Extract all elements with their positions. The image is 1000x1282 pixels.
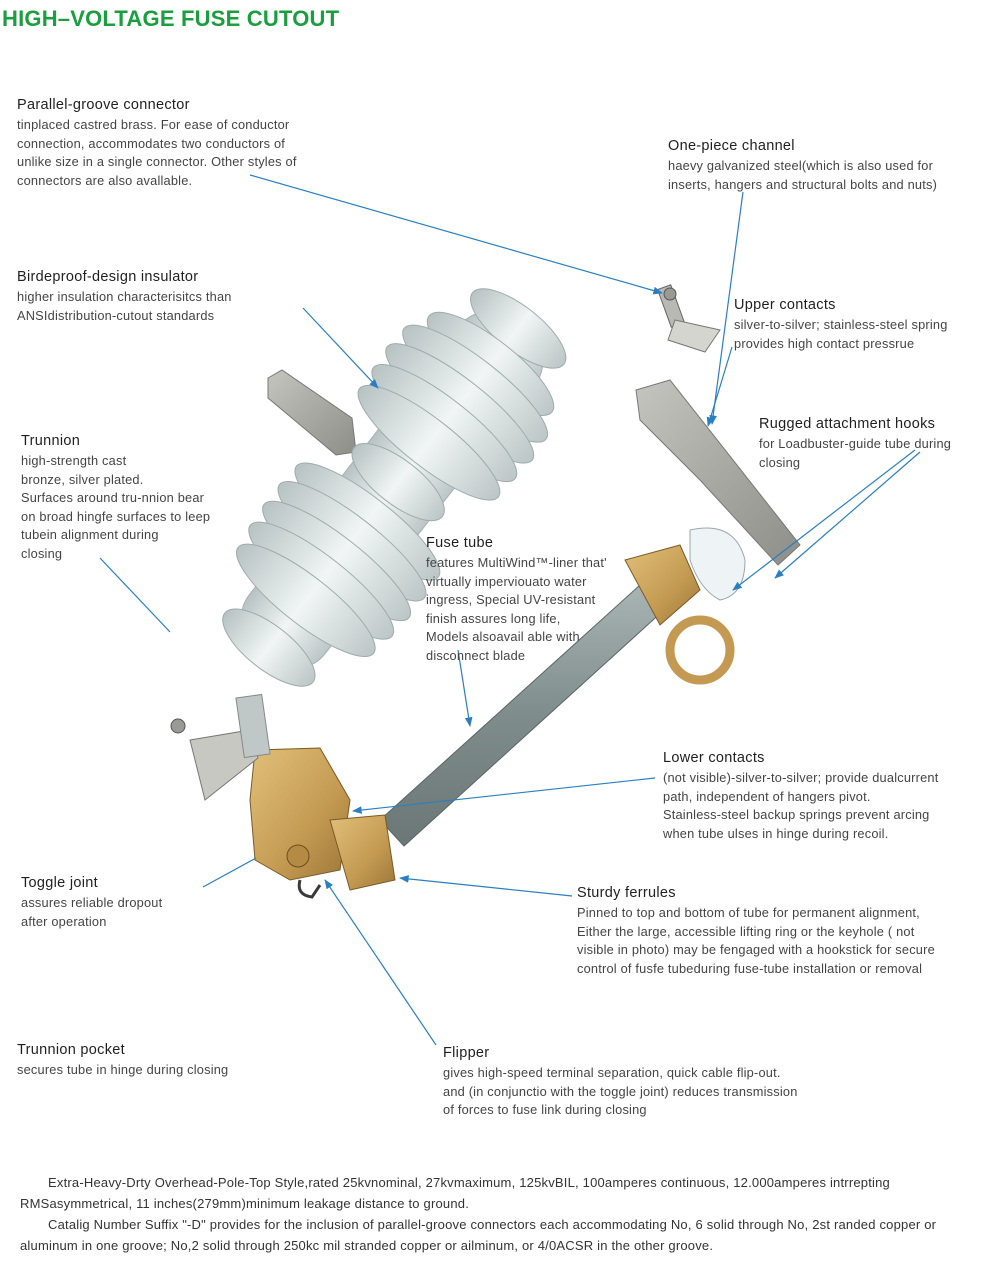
callout-description: Pinned to top and bottom of tube for per… bbox=[577, 905, 935, 976]
leader-fuse-tube bbox=[457, 649, 473, 727]
callout-description: haevy galvanized steel(which is also use… bbox=[668, 158, 938, 192]
leader-lower-contacts bbox=[352, 777, 656, 814]
callout-description: features MultiWind™-liner that' virtuall… bbox=[426, 555, 607, 663]
specification-text: Extra-Heavy-Drty Overhead-Pole-Top Style… bbox=[20, 1172, 980, 1256]
callout-description: higher insulation characterisitcs than A… bbox=[17, 289, 232, 323]
leader-flipper bbox=[324, 879, 437, 1046]
callout-trunnion: Trunnion high-strength cast bronze, silv… bbox=[21, 431, 210, 563]
callout-description: for Loadbuster-guide tube during closing bbox=[759, 436, 952, 470]
callout-heading: Trunnion bbox=[21, 433, 81, 449]
callout-heading: Lower contacts bbox=[663, 750, 765, 766]
callout-lower-contacts: Lower contacts (not visible)-silver-to-s… bbox=[663, 748, 938, 843]
leader-upper-contacts bbox=[706, 346, 733, 427]
callout-heading: Upper contacts bbox=[734, 297, 836, 313]
callout-birdproof-insulator: Birdeproof-design insulator higher insul… bbox=[17, 267, 232, 325]
leader-lines bbox=[99, 174, 921, 1046]
callout-description: assures reliable dropout after operation bbox=[21, 895, 163, 929]
one-piece-channel bbox=[635, 284, 801, 566]
callout-heading: Parallel-groove connector bbox=[17, 97, 190, 113]
callout-one-piece-channel: One-piece channel haevy galvanized steel… bbox=[668, 136, 937, 194]
callout-description: tinplaced castred brass. For ease of con… bbox=[17, 117, 297, 188]
upper-ferrule bbox=[624, 527, 746, 685]
leader-insulator bbox=[302, 307, 379, 389]
callout-description: high-strength cast bronze, silver plated… bbox=[21, 453, 211, 561]
mounting-bracket bbox=[267, 369, 357, 456]
callout-heading: Birdeproof-design insulator bbox=[17, 269, 199, 285]
leader-ferrules bbox=[399, 875, 573, 897]
callout-sturdy-ferrules: Sturdy ferrules Pinned to top and bottom… bbox=[577, 883, 935, 978]
leader-toggle-joint bbox=[202, 857, 257, 888]
callout-description: (not visible)-silver-to-silver; provide … bbox=[663, 770, 939, 841]
callout-flipper: Flipper gives high-speed terminal separa… bbox=[443, 1043, 798, 1120]
callout-heading: Fuse tube bbox=[426, 535, 494, 551]
spec-paragraph-rating: Extra-Heavy-Drty Overhead-Pole-Top Style… bbox=[20, 1175, 890, 1211]
insulator bbox=[222, 288, 567, 687]
callout-heading: Toggle joint bbox=[21, 875, 98, 891]
callout-description: gives high-speed terminal separation, qu… bbox=[443, 1065, 798, 1118]
callout-parallel-groove-connector: Parallel-groove connector tinplaced cast… bbox=[17, 95, 297, 190]
callout-heading: Flipper bbox=[443, 1045, 490, 1061]
leader-trunnion bbox=[99, 557, 171, 633]
callout-description: silver-to-silver; stainless-steel spring… bbox=[734, 317, 948, 351]
leader-one-piece-channel bbox=[709, 191, 744, 425]
callout-toggle-joint: Toggle joint assures reliable dropout af… bbox=[21, 873, 162, 931]
callout-heading: Trunnion pocket bbox=[17, 1042, 125, 1058]
lower-hinge bbox=[170, 693, 396, 899]
callout-description: secures tube in hinge during closing bbox=[17, 1062, 229, 1078]
callout-heading: One-piece channel bbox=[668, 138, 795, 154]
leader-parallel-groove bbox=[249, 174, 663, 295]
callout-upper-contacts: Upper contacts silver-to-silver; stainle… bbox=[734, 295, 948, 353]
callout-heading: Sturdy ferrules bbox=[577, 885, 676, 901]
leader-hooks-1 bbox=[732, 449, 916, 591]
leader-hooks-2 bbox=[774, 451, 921, 579]
spec-paragraph-catalog: Catalig Number Suffix "-D" provides for … bbox=[20, 1217, 937, 1253]
page-title: HIGH–VOLTAGE FUSE CUTOUT bbox=[2, 6, 340, 31]
callout-fuse-tube: Fuse tube features MultiWind™-liner that… bbox=[426, 533, 607, 665]
callout-attachment-hooks: Rugged attachment hooks for Loadbuster-g… bbox=[759, 414, 951, 472]
callout-heading: Rugged attachment hooks bbox=[759, 416, 936, 432]
callout-trunnion-pocket: Trunnion pocket secures tube in hinge du… bbox=[17, 1040, 228, 1080]
